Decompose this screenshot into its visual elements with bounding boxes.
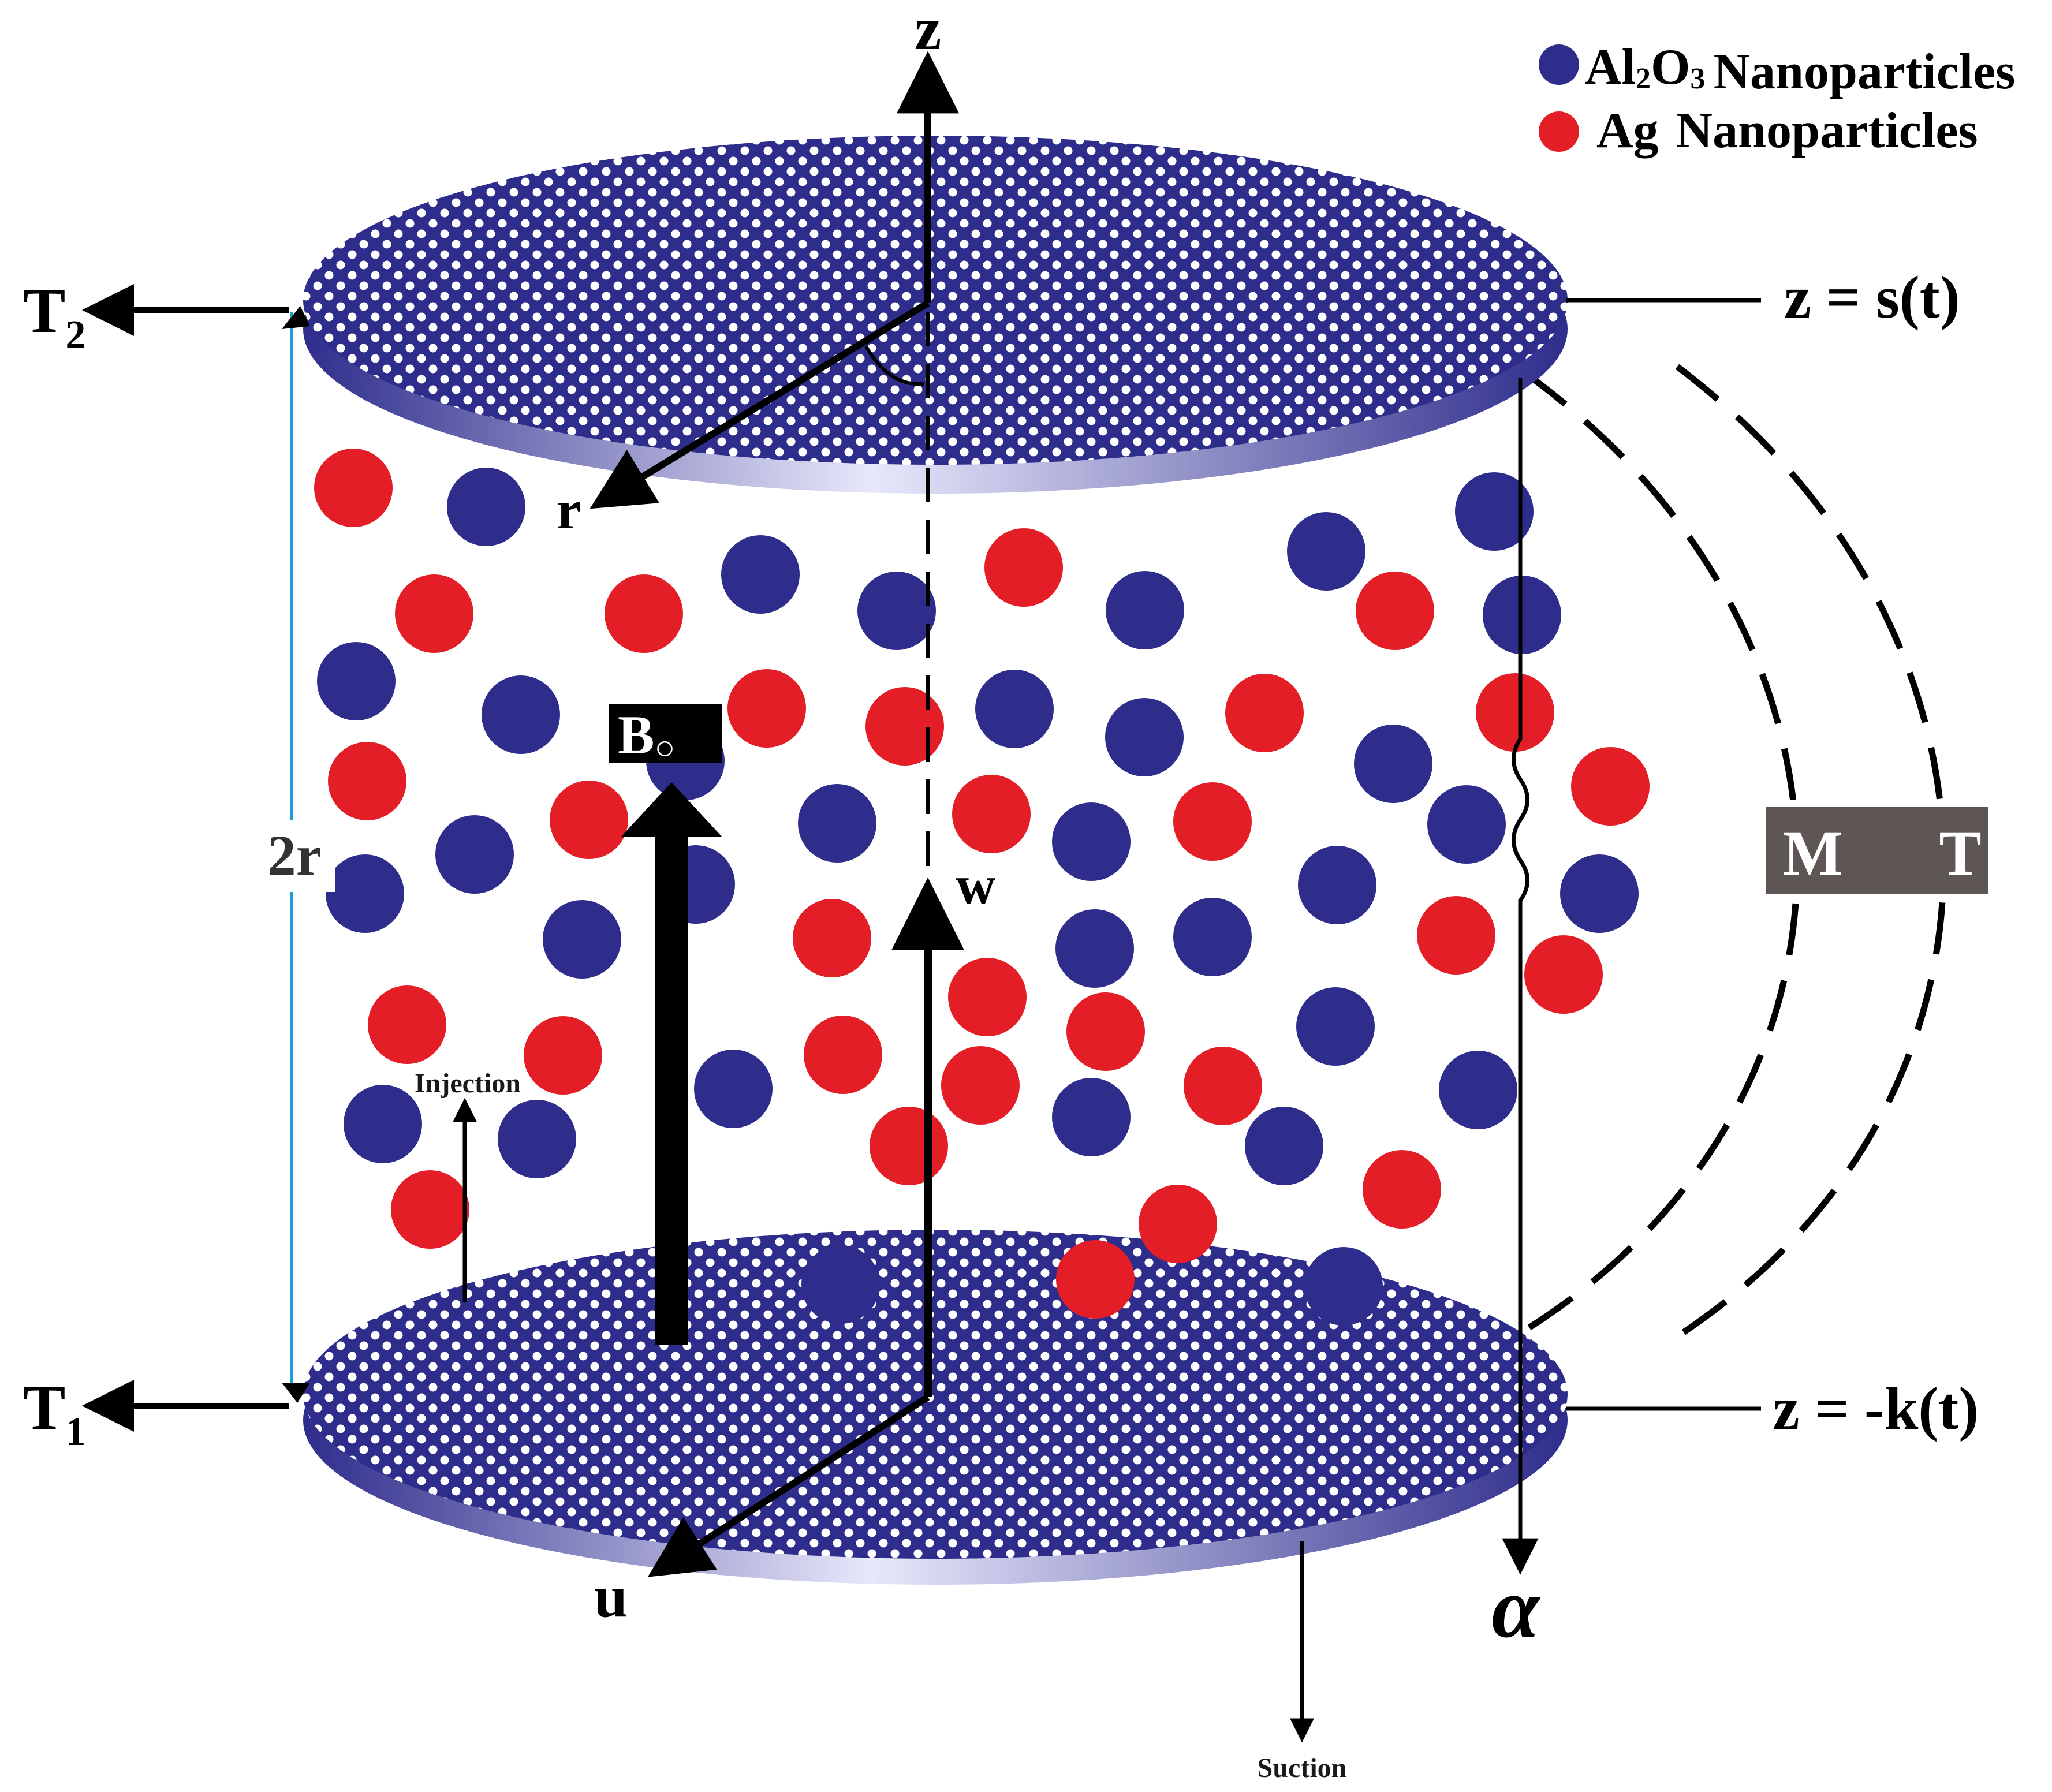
legend-al2o3-formula: Al2O3 [1585,39,1705,95]
al2o3-nanoparticle [1106,571,1184,649]
ag-nanoparticle [865,687,944,766]
lower-plate [303,1230,1568,1585]
w-axis-label: w [956,854,996,916]
al2o3-nanoparticle [317,642,396,720]
alpha-line [1512,378,1529,1530]
legend-al2o3-swatch [1539,44,1579,85]
ag-nanoparticle [804,1016,882,1094]
al2o3-nanoparticle [1245,1107,1323,1185]
t1-marker [282,1383,310,1403]
ag-nanoparticle [395,574,473,653]
al2o3-nanoparticle [798,784,876,863]
ag-nanoparticle [793,899,871,977]
al2o3-nanoparticle [1560,854,1639,933]
al2o3-nanoparticle [857,572,936,650]
al2o3-nanoparticle [1298,846,1376,924]
ag-nanoparticle [948,958,1027,1036]
al2o3-nanoparticle [801,1245,880,1324]
magnetic-field-arrow [621,782,722,1345]
suction-label: Suction [1258,1753,1347,1783]
ag-nanoparticle [1524,935,1603,1014]
al2o3-nanoparticle [1055,909,1134,988]
al2o3-nanoparticle [435,815,514,894]
ag-nanoparticle [1417,896,1495,975]
t2-label: T2 [23,275,85,357]
ag-nanoparticle [605,574,683,653]
al2o3-nanoparticle [721,535,800,614]
legend-ag-swatch [1539,111,1579,152]
field-label-box [609,704,722,763]
al2o3-nanoparticle [447,468,525,546]
field-label: B○ [618,704,676,767]
field-arc-inner [1522,369,1800,1334]
alpha-label: α [1492,1560,1541,1656]
ag-nanoparticle [328,742,406,820]
al2o3-nanoparticle [498,1100,576,1178]
ag-nanoparticle [1476,673,1554,752]
upper-plate [303,136,1568,494]
al2o3-nanoparticle [1439,1051,1517,1129]
legend-ag-formula: Ag [1596,103,1659,159]
ag-nanoparticle [550,781,628,859]
ag-nanoparticle [1066,992,1145,1071]
ag-nanoparticle [870,1107,948,1185]
t2-marker [282,306,310,329]
ag-nanoparticle [314,449,393,527]
t1-label: T1 [23,1372,85,1454]
ag-nanoparticle [1356,572,1434,650]
al2o3-nanoparticle [1455,472,1534,551]
z-axis-label: z [915,0,942,62]
ag-nanoparticle [524,1016,602,1095]
al2o3-nanoparticle [1354,725,1432,803]
ag-nanoparticle [1056,1240,1135,1319]
u-axis-label: u [594,1562,628,1630]
al2o3-nanoparticle [694,1050,773,1128]
ag-nanoparticle [1184,1047,1262,1125]
al2o3-nanoparticle [1287,512,1365,591]
ag-nanoparticle [941,1046,1020,1125]
al2o3-nanoparticle [482,675,560,754]
ag-nanoparticle [1173,782,1252,861]
al2o3-nanoparticle [1052,802,1131,881]
lower-plate-equation: z = -k(t) [1773,1375,1979,1442]
upper-plate-equation: z = s(t) [1784,263,1960,331]
u-axis [647,1394,930,1577]
ag-nanoparticle [391,1170,469,1249]
r-axis-label: r [557,479,581,540]
two-r-label-bg [254,820,335,892]
injection-label: Injection [415,1068,521,1099]
al2o3-nanoparticle [1052,1078,1131,1156]
nanoparticles [314,449,1650,1326]
al2o3-nanoparticle [1105,698,1184,776]
al2o3-nanoparticle [326,854,404,933]
al2o3-nanoparticle [1427,785,1506,864]
right-angle-mark [864,345,924,386]
ag-nanoparticle [952,775,1031,853]
mt-m-label: M [1783,818,1843,888]
ag-nanoparticle [1225,674,1304,752]
ag-nanoparticle [984,528,1063,607]
ag-nanoparticle [1363,1150,1441,1229]
al2o3-nanoparticle [1296,987,1375,1066]
al2o3-nanoparticle [344,1085,422,1163]
ag-nanoparticle [1571,747,1650,826]
ag-nanoparticle [727,669,806,748]
al2o3-nanoparticle [1304,1247,1383,1326]
ag-nanoparticle [368,985,446,1064]
mt-t-label: T [1939,818,1981,888]
mt-box [1766,807,1988,894]
al2o3-nanoparticle [1173,898,1252,976]
al2o3-nanoparticle [543,900,621,979]
al2o3-nanoparticle [975,670,1054,748]
r-axis [590,300,930,509]
ag-nanoparticle [1139,1185,1217,1263]
two-r-label: 2r [267,823,322,887]
